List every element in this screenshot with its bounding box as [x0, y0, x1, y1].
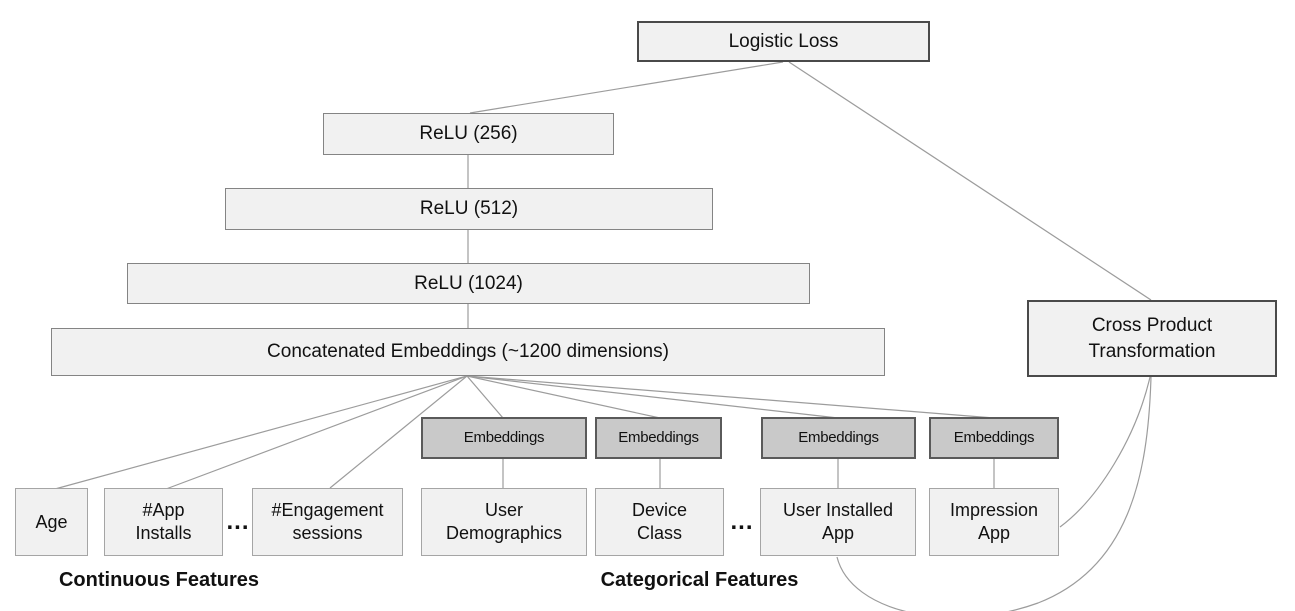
continuous-ellipsis: ... — [226, 508, 250, 535]
continuous-features-label: Continuous Features — [58, 569, 259, 591]
node-user-demographics: User Demographics — [421, 488, 587, 556]
connector-concat-to-embedding-4 — [466, 375, 995, 419]
node-age: Age — [15, 488, 88, 556]
node-embeddings-2: Embeddings — [595, 417, 722, 459]
categorical-ellipsis: ... — [730, 508, 754, 535]
connector-loss-to-relu256 — [469, 61, 784, 114]
connector-concat-to-app-installs — [165, 375, 468, 490]
connector-concat-to-embedding-3 — [466, 375, 839, 419]
node-relu-512: ReLU (512) — [225, 188, 713, 230]
node-embeddings-3: Embeddings — [761, 417, 916, 459]
connector-concat-to-embedding-1 — [466, 375, 504, 419]
connector-loss-to-cross-product — [788, 61, 1152, 301]
node-device-class: Device Class — [595, 488, 724, 556]
node-relu-256: ReLU (256) — [323, 113, 614, 155]
node-embeddings-4: Embeddings — [929, 417, 1059, 459]
connector-concat-to-age — [54, 375, 468, 490]
node-relu-1024: ReLU (1024) — [127, 263, 810, 304]
node-cross-product-transformation: Cross Product Transformation — [1027, 300, 1277, 377]
categorical-features-label: Categorical Features — [600, 569, 799, 591]
connector-cross-product-to-impression-app — [1059, 376, 1151, 528]
node-app-installs: #App Installs — [104, 488, 223, 556]
node-engagement-sessions: #Engagement sessions — [252, 488, 403, 556]
node-logistic-loss: Logistic Loss — [637, 21, 930, 62]
connector-concat-to-engagement — [329, 375, 468, 489]
node-embeddings-1: Embeddings — [421, 417, 587, 459]
node-concatenated-embeddings: Concatenated Embeddings (~1200 dimension… — [51, 328, 885, 376]
connector-cross-product-to-user-installed-app — [836, 376, 1152, 611]
node-user-installed-app: User Installed App — [760, 488, 916, 556]
connector-concat-to-embedding-2 — [466, 375, 661, 419]
node-impression-app: Impression App — [929, 488, 1059, 556]
